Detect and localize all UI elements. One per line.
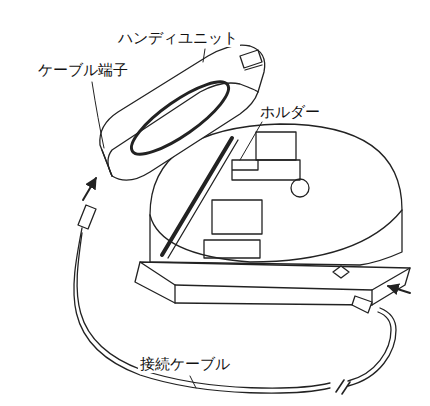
part-name: ケーブル端子 [36,62,130,79]
leader-lines [92,49,262,388]
part-name: ホルダー [258,104,322,121]
part-name: ハンディユニット [116,30,240,47]
connection-cable-drawing [74,178,410,394]
part-name: 接続ケーブル [138,356,232,373]
